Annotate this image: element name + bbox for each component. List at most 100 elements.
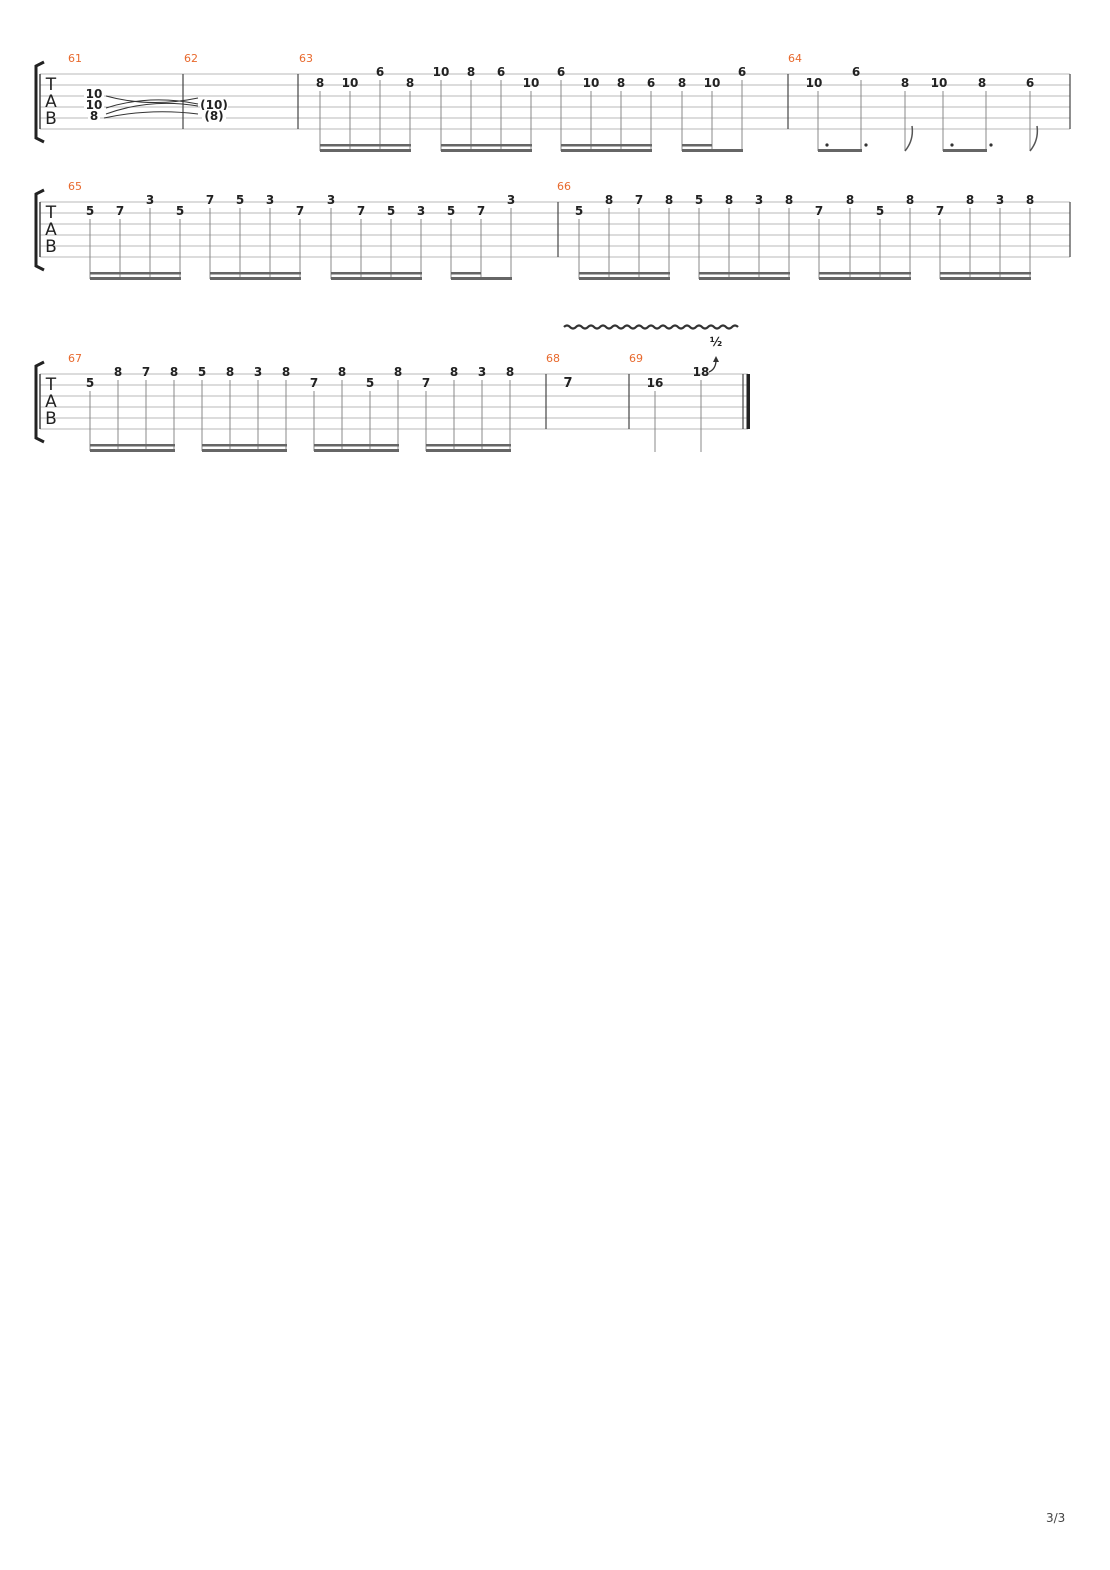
fret-number: 10 [523, 76, 540, 90]
beams [320, 144, 743, 152]
fret-number: 7 [142, 365, 150, 379]
fret-number: 8 [665, 193, 673, 207]
fret-number: 8 [316, 76, 324, 90]
bend-amount-label: ½ [710, 335, 722, 349]
tab-system-2: T A B 65 66 5 7 3 5 7 5 3 7 3 7 5 3 5 7 … [34, 180, 1071, 280]
tab-letter-t: T [45, 75, 57, 95]
fret-number: 8 [605, 193, 613, 207]
fret-number: 7 [310, 376, 318, 390]
fret-number: 5 [86, 376, 94, 390]
fret-number: 8 [226, 365, 234, 379]
flags [904, 125, 1039, 152]
fret-number: 7 [815, 204, 823, 218]
tab-system-1: T A B 61 62 63 64 10 10 8 (10) (8) [34, 52, 1071, 152]
tie-marks [103, 95, 199, 119]
bend-arrowhead [713, 356, 719, 362]
tab-letter-a: A [45, 220, 57, 240]
measure-number: 61 [68, 52, 82, 65]
fret-number: 5 [236, 193, 244, 207]
fret-number: 8 [406, 76, 414, 90]
system-bracket [34, 360, 45, 444]
fret-number: 5 [366, 376, 374, 390]
fret-number: 7 [357, 204, 365, 218]
dot-marks [825, 143, 993, 147]
fret-number: 8 [506, 365, 514, 379]
staff-lines [40, 73, 1070, 130]
fret-number: 6 [376, 65, 384, 79]
fret-number: 3 [146, 193, 154, 207]
fret-number: 5 [86, 204, 94, 218]
fret-number: 3 [254, 365, 262, 379]
fret-number: 5 [387, 204, 395, 218]
fret-number: 6 [1026, 76, 1034, 90]
fret-number: 8 [467, 65, 475, 79]
fret-number: 8 [678, 76, 686, 90]
fret-number: 5 [198, 365, 206, 379]
note-stems [817, 80, 1031, 151]
fret-number: 8 [617, 76, 625, 90]
fret-number: 3 [266, 193, 274, 207]
fret-number: 10 [704, 76, 721, 90]
beams [579, 272, 1031, 280]
fret-number: 10 [806, 76, 823, 90]
fret-number: 7 [635, 193, 643, 207]
fret-number: 3 [327, 193, 335, 207]
fret-number: 3 [417, 204, 425, 218]
fret-number: 8 [978, 76, 986, 90]
tab-letter-a: A [45, 92, 57, 112]
fret-number: 6 [852, 65, 860, 79]
fret-number: 10 [342, 76, 359, 90]
beams [90, 272, 512, 280]
fret-number: 6 [647, 76, 655, 90]
fret-number: 7 [563, 376, 572, 391]
fret-number: 3 [478, 365, 486, 379]
fret-number: 7 [116, 204, 124, 218]
measure-number: 62 [184, 52, 198, 65]
fret-number: 3 [755, 193, 763, 207]
fret-number: 7 [936, 204, 944, 218]
system-bracket [34, 60, 45, 144]
fret-number: 6 [497, 65, 505, 79]
measure-number: 68 [546, 352, 560, 365]
measure-number: 66 [557, 180, 571, 193]
fret-number: (10) [200, 98, 228, 112]
fret-number: 8 [394, 365, 402, 379]
note-stems [319, 80, 743, 151]
fret-number: 3 [507, 193, 515, 207]
tab-letter-t: T [45, 203, 57, 223]
measure-number: 64 [788, 52, 802, 65]
fret-number: 10 [931, 76, 948, 90]
measure-number: 69 [629, 352, 643, 365]
measure-number: 65 [68, 180, 82, 193]
fret-number: 16 [647, 376, 664, 390]
tab-system-3: T A B 67 68 69 5 8 7 8 5 8 3 8 7 8 5 8 [34, 324, 750, 452]
fret-number: 8 [966, 193, 974, 207]
fret-number: 8 [906, 193, 914, 207]
fret-number: 10 [86, 87, 103, 101]
staff-lines [40, 373, 748, 430]
fret-number: 8 [450, 365, 458, 379]
beams [90, 444, 511, 452]
fret-number: 10 [583, 76, 600, 90]
system-bracket [34, 188, 45, 272]
fret-number: 8 [114, 365, 122, 379]
tab-letter-b: B [45, 409, 57, 429]
measure-number: 67 [68, 352, 82, 365]
fret-number: 8 [338, 365, 346, 379]
tab-letter-b: B [45, 237, 57, 257]
fret-number: 8 [90, 109, 98, 123]
measure-number: 63 [299, 52, 313, 65]
tab-letter-b: B [45, 109, 57, 129]
fret-number: 5 [876, 204, 884, 218]
tab-letter-a: A [45, 392, 57, 412]
fret-number: 5 [447, 204, 455, 218]
note-stems [89, 380, 511, 451]
fret-number: 5 [176, 204, 184, 218]
beams [818, 149, 987, 152]
fret-number: 6 [557, 65, 565, 79]
fret-number: 8 [846, 193, 854, 207]
fret-number: 7 [296, 204, 304, 218]
note-stems [578, 208, 1031, 279]
note-stems [89, 208, 512, 279]
